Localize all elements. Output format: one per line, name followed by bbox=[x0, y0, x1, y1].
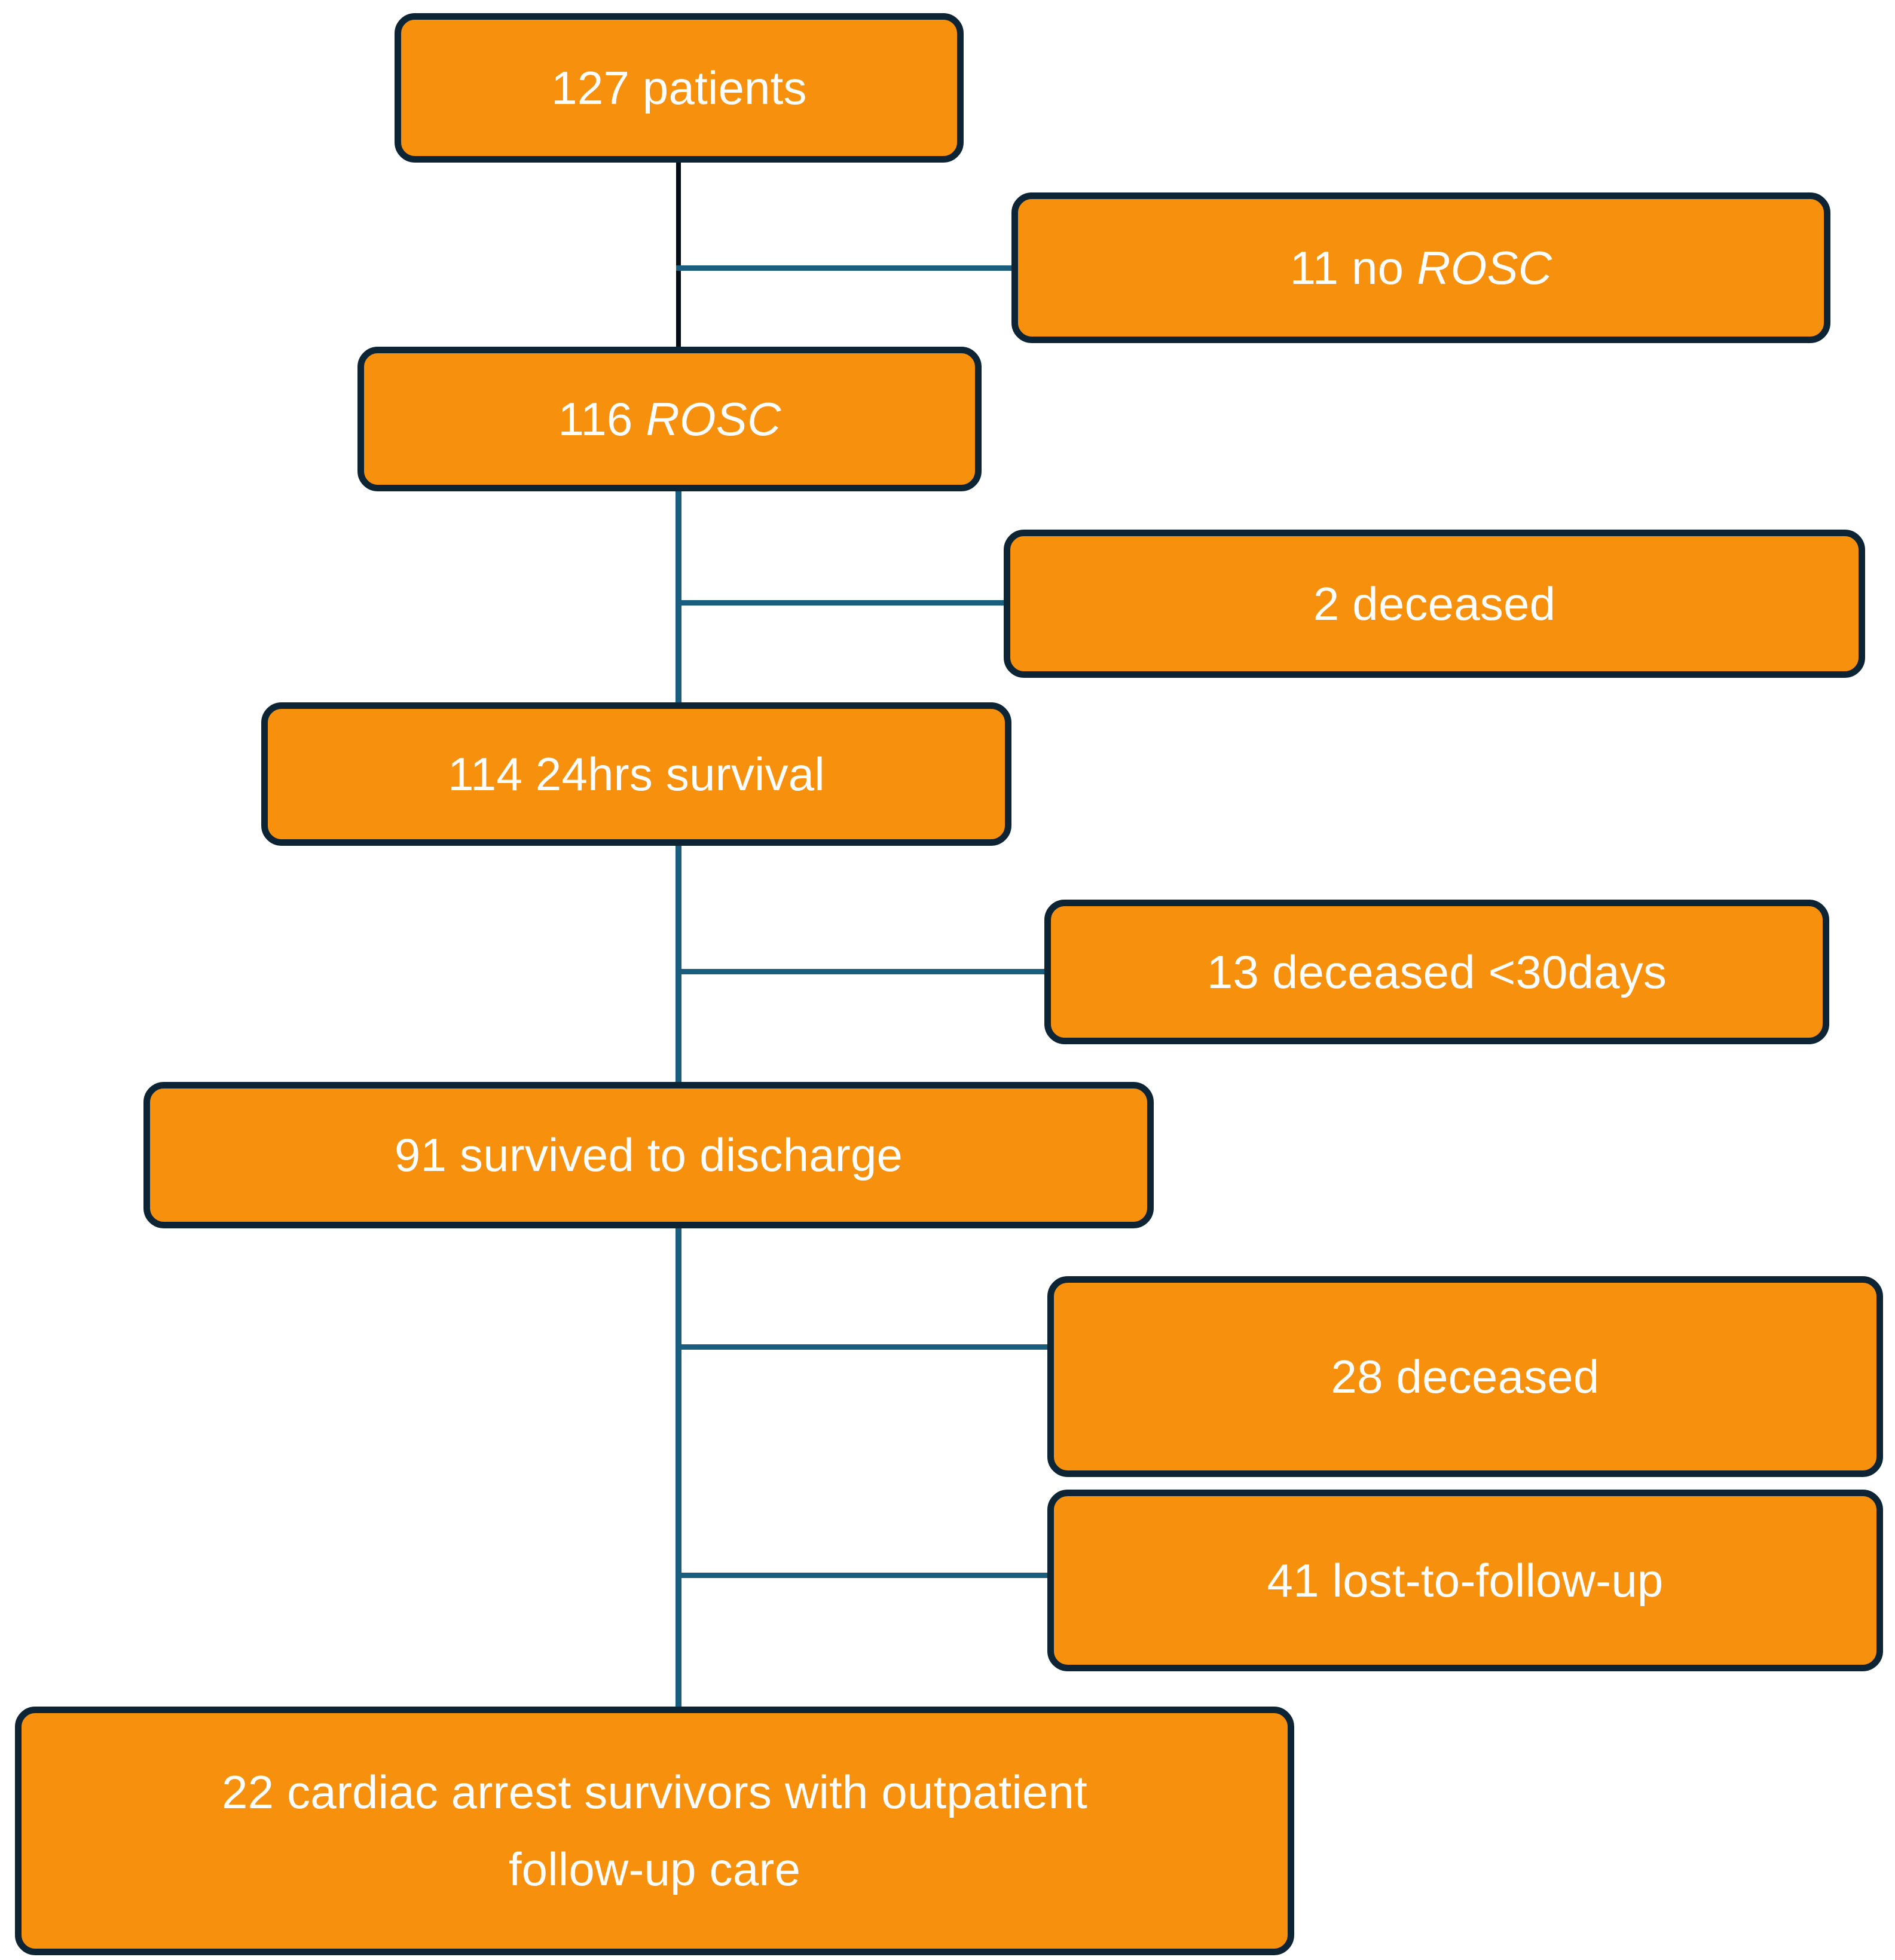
node-survival-24hrs-label: 114 24hrs survival bbox=[448, 747, 825, 800]
connector-branch-no-rosc bbox=[676, 265, 1013, 271]
node-lost-to-follow-up[interactable]: 41 lost-to-follow-up bbox=[1047, 1490, 1883, 1671]
node-rosc-label: 116 ROSC bbox=[384, 386, 955, 452]
node-deceased-late[interactable]: 28 deceased bbox=[1047, 1276, 1883, 1477]
node-patients-label: 127 patients bbox=[551, 61, 807, 114]
node-deceased-30days[interactable]: 13 deceased <30days bbox=[1044, 900, 1829, 1044]
node-deceased-early-label: 2 deceased bbox=[1313, 577, 1556, 630]
node-deceased-30days-label: 13 deceased <30days bbox=[1206, 945, 1667, 998]
connector-branch-deceased-30days bbox=[676, 969, 1046, 974]
node-survived-discharge[interactable]: 91 survived to discharge bbox=[143, 1082, 1154, 1228]
node-no-rosc[interactable]: 11 no ROSC bbox=[1011, 192, 1830, 343]
node-survival-24hrs[interactable]: 114 24hrs survival bbox=[261, 702, 1011, 846]
connector-survival24-to-discharge bbox=[676, 841, 681, 1085]
final-cohort-line-1: 22 cardiac arrest survivors with outpati… bbox=[222, 1766, 1087, 1819]
connector-branch-deceased-early bbox=[676, 600, 1005, 606]
rosc-prefix: 116 bbox=[558, 392, 646, 445]
node-final-cohort[interactable]: 22 cardiac arrest survivors with outpati… bbox=[15, 1707, 1294, 1955]
connector-branch-lost-to-follow-up bbox=[676, 1573, 1049, 1578]
connector-branch-deceased-late bbox=[676, 1344, 1049, 1350]
node-lost-to-follow-up-label: 41 lost-to-follow-up bbox=[1267, 1554, 1664, 1607]
node-patients[interactable]: 127 patients bbox=[395, 13, 964, 163]
node-deceased-early[interactable]: 2 deceased bbox=[1004, 530, 1865, 678]
no-rosc-term: ROSC bbox=[1417, 241, 1552, 294]
node-deceased-late-label: 28 deceased bbox=[1331, 1350, 1600, 1403]
node-no-rosc-label: 11 no ROSC bbox=[1038, 235, 1804, 301]
node-rosc[interactable]: 116 ROSC bbox=[357, 347, 982, 491]
connector-rosc-to-survival24 bbox=[676, 487, 681, 705]
rosc-term: ROSC bbox=[646, 392, 781, 445]
final-cohort-line-2: follow-up care bbox=[508, 1843, 801, 1895]
node-survived-discharge-label: 91 survived to discharge bbox=[394, 1129, 903, 1182]
connector-patients-to-rosc bbox=[676, 159, 681, 349]
no-rosc-prefix: 11 no bbox=[1289, 241, 1417, 294]
node-final-cohort-label: 22 cardiac arrest survivors with outpati… bbox=[42, 1754, 1267, 1907]
connector-discharge-to-final bbox=[676, 1224, 681, 1711]
